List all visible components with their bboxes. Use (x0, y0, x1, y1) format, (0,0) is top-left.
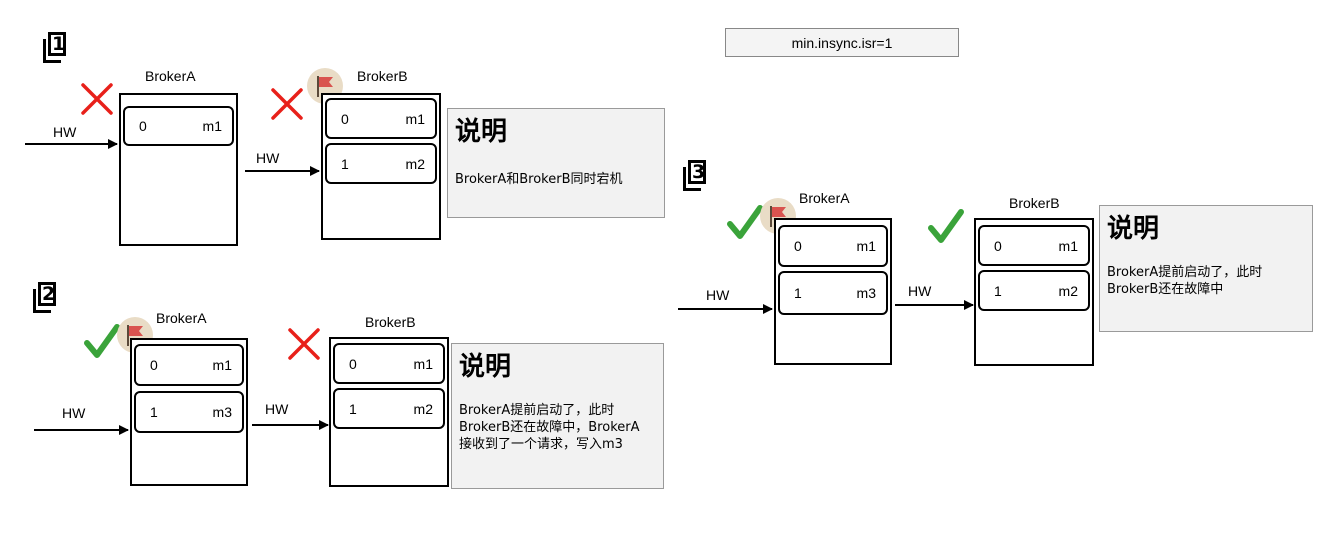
log-record: 0 m1 (978, 225, 1090, 266)
note-title: 说明 (459, 352, 512, 382)
note-box: 说明 BrokerA提前启动了，此时 BrokerB还在故障中，BrokerA … (451, 343, 664, 489)
log-record: 0 m1 (325, 98, 437, 139)
log-record: 1 m3 (778, 271, 888, 315)
broker-a-label: BrokerA (145, 68, 196, 84)
green-check-icon (928, 209, 964, 243)
hw-label: HW (265, 401, 289, 417)
note-line: BrokerB还在故障中，BrokerA (459, 420, 640, 435)
log-record: 1 m2 (978, 270, 1090, 311)
broker-b-label: BrokerB (365, 314, 416, 330)
step-icon-shadow (33, 289, 51, 313)
log-record: 0 m1 (778, 225, 888, 267)
step-number: 1 (52, 33, 66, 55)
log-record: 1 m2 (333, 388, 445, 429)
step-icon-box (48, 32, 66, 56)
log-record: 0 m1 (123, 106, 234, 146)
step-icon-shadow (683, 167, 701, 191)
hw-label: HW (706, 287, 730, 303)
step-number: 2 (42, 283, 56, 305)
log-record: 0 m1 (134, 344, 244, 386)
note-title: 说明 (455, 117, 508, 147)
green-check-icon (84, 324, 120, 358)
note-title: 说明 (1107, 214, 1160, 244)
red-x-icon (288, 328, 320, 360)
broker-a-label: BrokerA (799, 190, 850, 206)
log-record: 1 m2 (325, 143, 437, 184)
note-line: BrokerA提前启动了，此时 (1107, 265, 1263, 280)
step-number: 3 (692, 161, 706, 183)
note-text: BrokerA提前启动了，此时 BrokerB还在故障中，BrokerA 接收到… (459, 402, 656, 453)
note-text: BrokerA和BrokerB同时宕机 (455, 172, 623, 187)
hw-arrow (678, 304, 773, 314)
note-text: BrokerA提前启动了，此时 BrokerB还在故障中 (1107, 264, 1305, 298)
note-line: BrokerB还在故障中 (1107, 282, 1224, 297)
note-box: 说明 BrokerA提前启动了，此时 BrokerB还在故障中 (1099, 205, 1313, 332)
broker-b-label: BrokerB (1009, 195, 1060, 211)
red-x-icon (81, 83, 113, 115)
step-icon-box (38, 282, 56, 306)
red-x-icon (271, 88, 303, 120)
note-line: BrokerA提前启动了，此时 (459, 403, 615, 418)
broker-b-label: BrokerB (357, 68, 408, 84)
step-icon-box (688, 160, 706, 184)
hw-label: HW (53, 124, 77, 140)
hw-arrow (245, 166, 320, 176)
note-box: 说明 BrokerA和BrokerB同时宕机 (447, 108, 665, 218)
hw-label: HW (908, 283, 932, 299)
hw-arrow (895, 300, 974, 310)
step-icon-shadow (43, 39, 61, 63)
hw-arrow (25, 139, 118, 149)
config-label: min.insync.isr=1 (725, 28, 959, 57)
hw-arrow (252, 420, 329, 430)
green-check-icon (727, 205, 763, 239)
hw-label: HW (62, 405, 86, 421)
log-record: 1 m3 (134, 391, 244, 433)
broker-a-label: BrokerA (156, 310, 207, 326)
hw-label: HW (256, 150, 280, 166)
note-line: 接收到了一个请求，写入m3 (459, 437, 623, 452)
hw-arrow (34, 425, 129, 435)
log-record: 0 m1 (333, 343, 445, 384)
